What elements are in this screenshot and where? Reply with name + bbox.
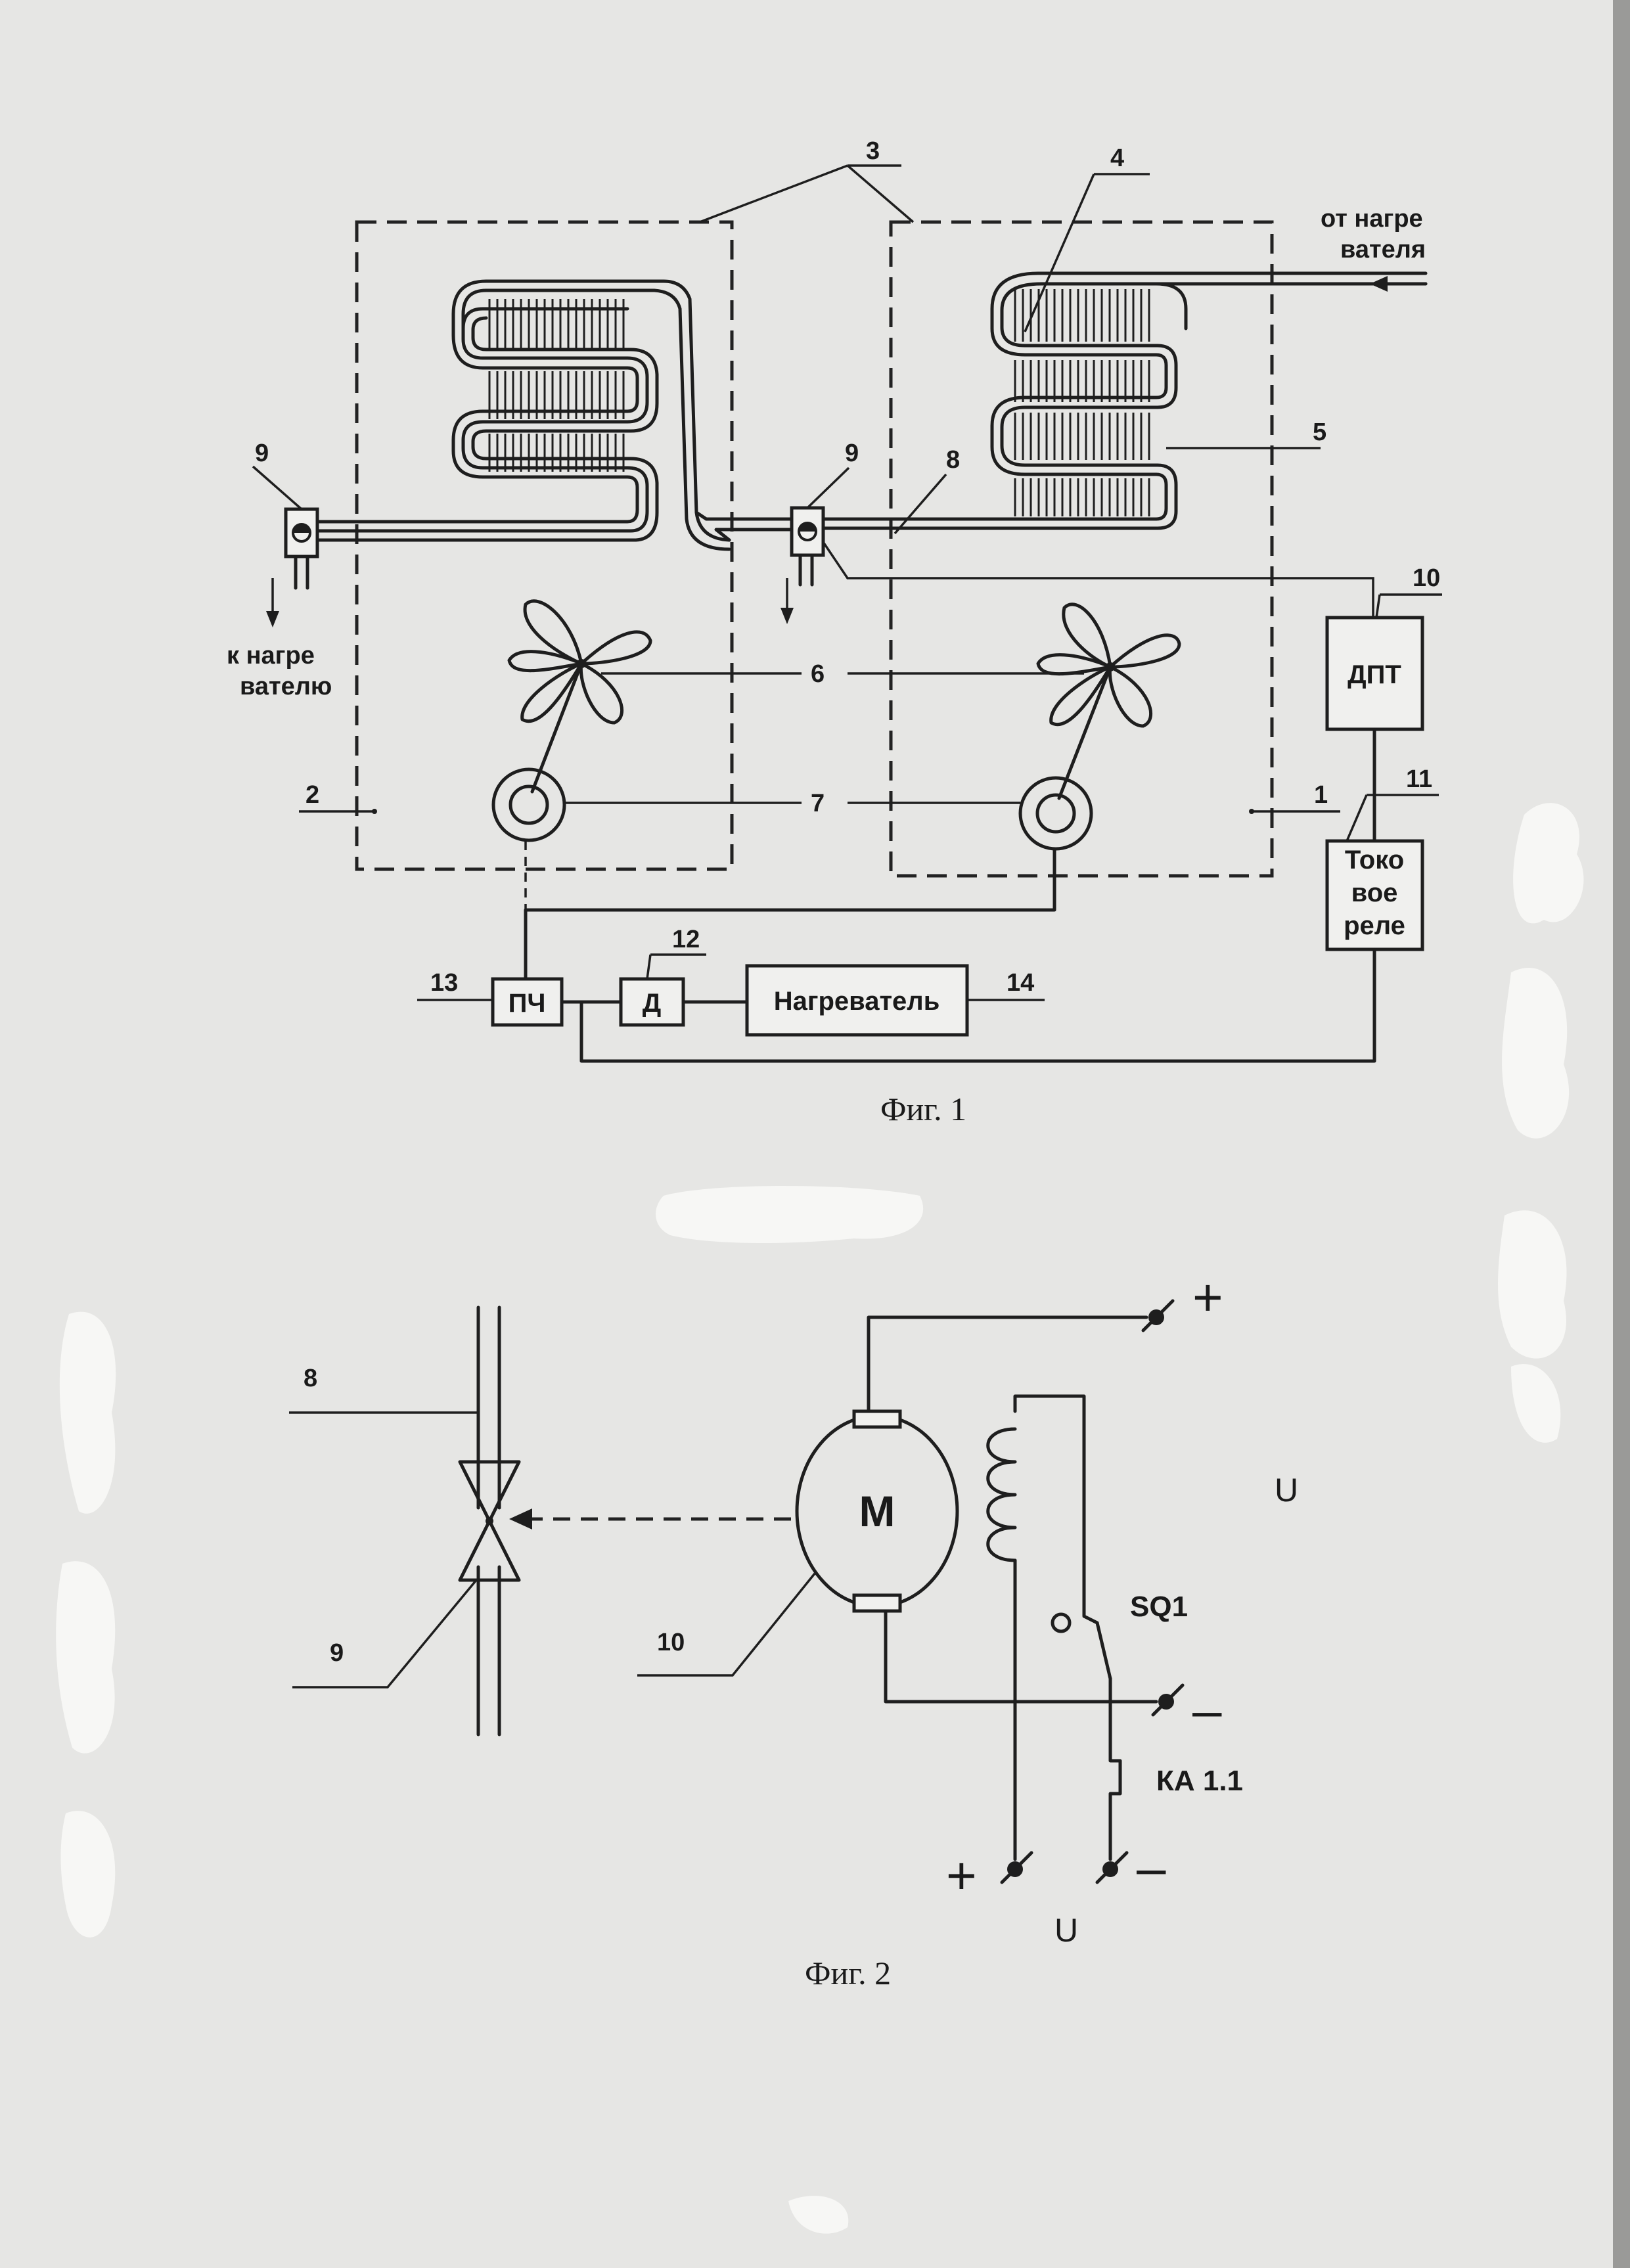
left-fins xyxy=(488,299,625,472)
heater-box xyxy=(745,964,969,1037)
chamber-2 xyxy=(355,220,734,871)
minus-mid: – xyxy=(1192,1681,1222,1739)
terminal-plus-top xyxy=(1141,1299,1175,1332)
figure-1-caption: Фиг. 1 xyxy=(880,1091,966,1127)
dot-2 xyxy=(372,809,377,814)
motor-label: М xyxy=(859,1487,895,1535)
contact-label: КА 1.1 xyxy=(1156,1765,1243,1797)
leader-8 xyxy=(894,473,947,535)
leader-3-right xyxy=(846,164,915,223)
label-8-fig2: 8 xyxy=(304,1365,317,1392)
label-14: 14 xyxy=(1007,969,1034,997)
relay-line3: реле xyxy=(1344,911,1405,940)
from-heater-line2: вателя xyxy=(1340,236,1426,263)
terminal-minus-mid xyxy=(1151,1683,1185,1717)
terminal-plus-bottom xyxy=(1000,1851,1033,1884)
plus-bottom: + xyxy=(946,1846,977,1905)
scan-edge xyxy=(1613,0,1630,2268)
leader-9-fig2 xyxy=(292,1579,478,1689)
voltage-label-bottom: U xyxy=(1054,1912,1078,1949)
leader-12 xyxy=(646,954,652,980)
label-10: 10 xyxy=(1413,564,1440,592)
d-label: Д xyxy=(643,989,662,1018)
pch-label: ПЧ xyxy=(509,989,546,1018)
current-relay-box xyxy=(1325,839,1424,951)
label-8: 8 xyxy=(946,446,960,474)
minus-bottom: – xyxy=(1137,1838,1166,1897)
leader-10-fig2 xyxy=(637,1572,816,1677)
right-heat-exchanger xyxy=(819,271,1428,530)
chamber-1 xyxy=(889,220,1274,878)
voltage-label-top: U xyxy=(1275,1472,1298,1508)
label-9-fig2: 9 xyxy=(330,1639,344,1667)
to-heater-line1: к нагре xyxy=(227,642,315,669)
motor-minus-wire xyxy=(884,1609,1158,1704)
label-10-fig2: 10 xyxy=(657,1629,685,1656)
label-11: 11 xyxy=(1406,765,1432,793)
d-box xyxy=(619,977,685,1027)
paper-damage xyxy=(56,803,1584,2234)
label-4: 4 xyxy=(1110,145,1124,172)
leader-3-left xyxy=(699,164,848,223)
relay-line2: вое xyxy=(1351,878,1398,907)
motor-m: М xyxy=(795,1409,959,1613)
label-6: 6 xyxy=(811,660,825,688)
motor-plus-wire xyxy=(867,1315,1148,1413)
label-2: 2 xyxy=(306,781,319,809)
pch-box xyxy=(491,977,564,1027)
leader-4 xyxy=(1024,173,1095,332)
dot-1 xyxy=(1249,809,1254,814)
label-1: 1 xyxy=(1314,781,1328,809)
relay-feedback-wire xyxy=(579,947,1376,1063)
valve-symbol xyxy=(458,1460,521,1582)
label-7: 7 xyxy=(811,790,825,817)
dpt-label: ДПТ xyxy=(1347,660,1401,689)
terminal-minus-bottom xyxy=(1095,1851,1129,1884)
connecting-pipe-bottom xyxy=(714,528,823,542)
plus-top: + xyxy=(1192,1268,1223,1327)
dpt-box xyxy=(1325,616,1424,731)
left-heat-exchanger xyxy=(313,279,731,551)
leader-9-center xyxy=(806,466,850,509)
relay-coil xyxy=(986,1427,1017,1562)
leader-9-left xyxy=(252,465,303,510)
figure-2-caption: Фиг. 2 xyxy=(805,1955,891,1991)
from-heater-arrow-head xyxy=(1370,276,1388,292)
valve-left xyxy=(266,507,319,627)
label-13: 13 xyxy=(430,969,458,997)
connecting-pipe-top xyxy=(694,510,823,521)
valve-to-dpt-link xyxy=(822,541,1374,618)
coil-top-wire xyxy=(1013,1394,1099,1625)
sq1-contact xyxy=(1051,1612,1072,1633)
link-arrow-head xyxy=(509,1508,532,1530)
label-5: 5 xyxy=(1313,419,1326,446)
figure-1: 3 xyxy=(227,137,1442,1127)
ka-contact xyxy=(1108,1677,1122,1861)
label-9-left: 9 xyxy=(255,440,269,467)
fan-motor-left xyxy=(491,767,566,842)
from-heater-line1: от нагре xyxy=(1321,205,1423,233)
fan-right xyxy=(1036,602,1181,800)
to-heater-line2: вателю xyxy=(240,673,332,700)
label-12: 12 xyxy=(672,926,700,953)
leader-10 xyxy=(1375,594,1381,618)
label-9-center: 9 xyxy=(845,440,859,467)
label-3: 3 xyxy=(866,137,880,165)
relay-line1: Токо xyxy=(1345,846,1404,874)
switch-label: SQ1 xyxy=(1130,1591,1188,1623)
heater-label: Нагреватель xyxy=(774,987,940,1016)
sq1-blade xyxy=(1095,1621,1112,1681)
valve-center xyxy=(781,506,825,624)
right-fins xyxy=(1014,289,1150,516)
leader-11 xyxy=(1346,794,1368,842)
figure-2: 8 9 М 10 + – xyxy=(289,1268,1298,1991)
